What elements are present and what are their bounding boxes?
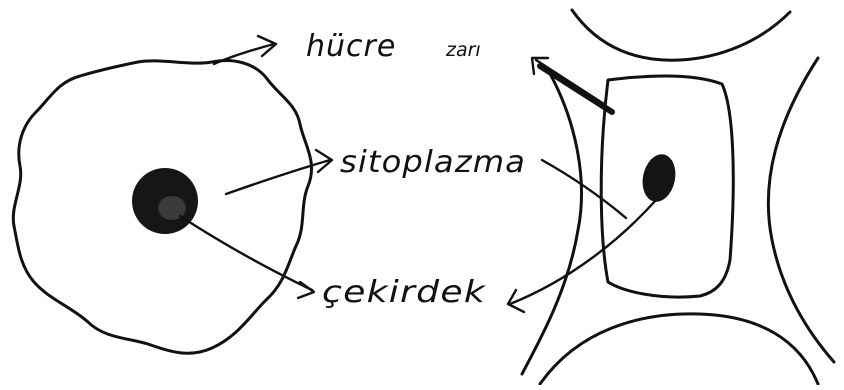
plant-cell-nucleus (638, 151, 679, 205)
animal-cell (13, 61, 311, 354)
label-nucleus: çekirdek (322, 275, 487, 310)
plant-cells (522, 10, 834, 384)
membrane-arrow-right-shaft2 (536, 60, 604, 104)
cytoplasm-arrow-right (542, 160, 626, 218)
plant-cell-wall-bottom (540, 314, 818, 384)
plant-cell-wall-right (768, 58, 834, 362)
nucleus-arrow-right (510, 200, 656, 304)
plant-cell-wall-top (572, 10, 790, 60)
plant-cell-wall-left (522, 70, 581, 374)
label-cell-membrane-word1: hücre (306, 29, 396, 64)
cytoplasm-arrow-left (226, 160, 330, 194)
membrane-arrow-right-shaft (540, 66, 612, 112)
label-cell-membrane-word2: zarı (445, 39, 481, 61)
labels: hücre zarı sitoplazma çekirdek (306, 29, 526, 310)
label-cytoplasm: sitoplazma (340, 145, 526, 180)
